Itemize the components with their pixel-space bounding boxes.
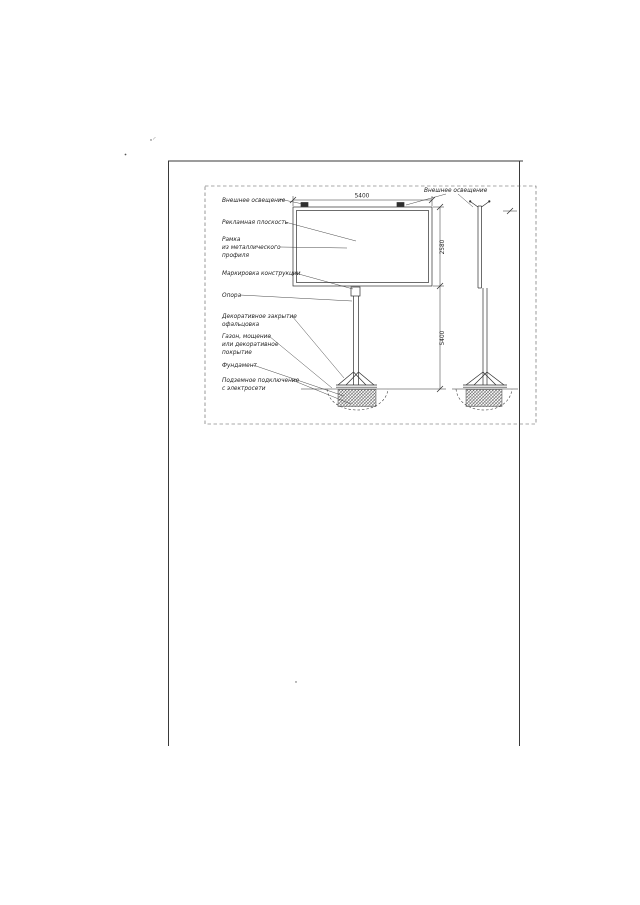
annotation-labels: Внешнее освещение Рекламная плоскость Ра… [221, 188, 488, 392]
support-pole-front [353, 296, 359, 385]
label-support: Опора [222, 293, 242, 299]
marking-plate [350, 286, 361, 297]
label-underground-line1: Подземное подключение [222, 378, 300, 384]
label-lawn-line1: Газон, мощение [222, 334, 271, 340]
label-lawn-line2: или декоративное [222, 342, 279, 348]
billboard-front-view [292, 202, 446, 411]
leader-lighting-side [457, 193, 474, 208]
leader-lawn [268, 335, 333, 389]
elevation-mark [503, 207, 517, 215]
excavation-pit-side [455, 388, 513, 411]
label-decor-line1: Декоративное закрытие [221, 314, 297, 320]
label-frame-line3: профиля [222, 253, 249, 259]
dimension-support-height-value: 5400 [440, 330, 446, 345]
foundation-side [465, 389, 503, 407]
label-decor-line2: офальцовка [222, 322, 260, 328]
leader-lighting-front [405, 193, 447, 206]
leader-underground [291, 379, 352, 405]
label-lawn-line3: покрытие [222, 350, 252, 356]
dimension-panel-height-value: 2580 [440, 239, 446, 254]
label-underground-line2: с электросети [222, 386, 266, 392]
lamp-left-icon [300, 202, 309, 207]
excavation-pit-front [326, 388, 389, 411]
label-external-lighting-top-right: Внешнее освещение [424, 188, 488, 194]
label-ad-surface: Рекламная плоскость [222, 220, 288, 226]
billboard-side-view [452, 200, 518, 411]
scan-artifacts [124, 136, 297, 683]
label-foundation: Фундамент [222, 363, 258, 369]
lamp-right-icon [396, 202, 405, 207]
label-marking: Маркировка конструкции [222, 271, 301, 277]
label-frame-line2: из металлического [222, 245, 281, 251]
leader-ad-surface [284, 221, 357, 242]
foundation-front [337, 389, 377, 407]
dimension-panel-width-value: 5400 [355, 194, 370, 200]
label-frame-line1: Рамка [222, 237, 241, 243]
leader-marking [294, 272, 354, 290]
dimension-vertical [433, 203, 444, 393]
label-external-lighting: Внешнее освещение [222, 198, 286, 204]
lamp-arms-side-icon [469, 200, 491, 208]
support-pole-side [482, 288, 488, 385]
leader-foundation [252, 364, 345, 397]
page-border [168, 160, 523, 746]
leader-external-lighting [278, 198, 304, 205]
base-braces-front [336, 371, 377, 388]
ad-panel-side [477, 205, 482, 289]
ad-panel-front [292, 206, 433, 287]
leader-frame [279, 246, 348, 249]
base-braces-side [463, 371, 507, 388]
leader-lines [239, 193, 474, 405]
drawing-frame [204, 185, 537, 425]
leader-decor-cover [291, 315, 345, 379]
leader-support [239, 294, 353, 302]
